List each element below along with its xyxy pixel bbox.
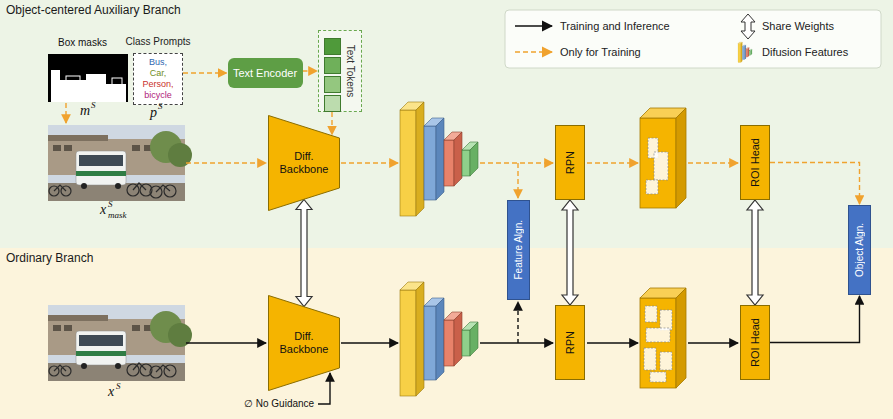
legend-frame <box>505 10 881 68</box>
node-text: Text Encoder <box>233 67 297 79</box>
branch-band: Object-centered Auxiliary BranchClass Pr… <box>0 0 893 248</box>
connector <box>303 70 318 71</box>
feature-pyramid <box>400 102 478 216</box>
head-box: RPN <box>555 305 585 380</box>
node-text: Class Prompts <box>125 36 190 47</box>
token-square <box>324 57 341 74</box>
head-box: ROI Head <box>740 125 770 200</box>
box-mask-image <box>48 54 128 102</box>
node-text: Person, <box>142 79 173 90</box>
token-square <box>324 38 341 55</box>
share-weights-arrow <box>562 200 578 305</box>
node-text: Diff. Backbone <box>278 330 330 356</box>
node-text: Car, <box>150 68 167 79</box>
node-text: Feature Algn. <box>513 220 524 279</box>
connector <box>770 163 860 205</box>
feature-pyramid <box>400 282 478 396</box>
math-label: mask <box>108 211 127 220</box>
connector <box>183 72 227 73</box>
legend-text: Only for Training <box>560 46 641 59</box>
math-label: S <box>116 382 121 391</box>
math-label: x <box>108 385 114 399</box>
node-text: Object-centered Auxiliary Branch <box>6 3 181 17</box>
text-label: ∅ No Guidance <box>244 399 314 409</box>
proposal-feature <box>640 108 686 208</box>
connector <box>331 112 332 134</box>
encoder-box: Text Encoder <box>228 58 303 88</box>
math-label: S <box>108 200 113 209</box>
node-text: RPN <box>564 331 576 354</box>
share-weights-arrow <box>747 200 763 305</box>
flow-arrows <box>66 103 738 198</box>
band-ground <box>0 0 893 248</box>
backbone-trapezoid: Diff. Backbone <box>268 115 340 211</box>
trapezoid-outline <box>269 116 340 211</box>
band-ground <box>0 248 893 419</box>
legend-text: Share Weights <box>762 20 834 33</box>
math-label: S <box>91 101 96 110</box>
prompt-box: Class PromptsBus,Car,Person,bicycle <box>133 53 183 105</box>
node-text: Ordinary Branch <box>6 251 93 265</box>
legend-text: Training and Inference <box>560 20 670 33</box>
math-label: m <box>80 104 90 118</box>
math-label: x <box>100 203 106 217</box>
node-text: bicycle <box>144 90 172 101</box>
legend-samples <box>515 14 755 63</box>
node-text: Bus, <box>149 57 167 68</box>
math-label: p <box>150 106 157 120</box>
backbone-trapezoid: Diff. Backbone <box>268 295 340 391</box>
node-text: Diff. Backbone <box>278 150 330 176</box>
masked-photo <box>48 125 192 201</box>
head-box: ROI Head <box>740 305 770 380</box>
math-label: S <box>158 102 163 111</box>
node-text: Text Tokens <box>345 45 356 98</box>
token-box: Text Tokens <box>318 30 362 112</box>
proposal-feature <box>640 288 686 388</box>
node-text: ROI Head <box>749 138 761 187</box>
token-square <box>324 76 341 93</box>
align-box: Object Algn. <box>848 205 871 295</box>
photo <box>48 305 192 381</box>
node-text: Object Algn. <box>854 223 865 277</box>
text-label: Box masks <box>58 38 107 48</box>
branch-band: Ordinary BranchDiff. Backbone RPN ROI Head <box>0 248 893 419</box>
share-weights-arrow <box>296 200 312 307</box>
trapezoid-outline <box>269 296 340 391</box>
node-text: RPN <box>564 151 576 174</box>
head-box: RPN <box>555 125 585 200</box>
connector <box>770 296 860 343</box>
align-box: Feature Algn. <box>507 200 530 300</box>
node-text: ROI Head <box>749 318 761 367</box>
legend-text: Difusion Features <box>762 46 848 59</box>
token-square <box>324 95 341 112</box>
